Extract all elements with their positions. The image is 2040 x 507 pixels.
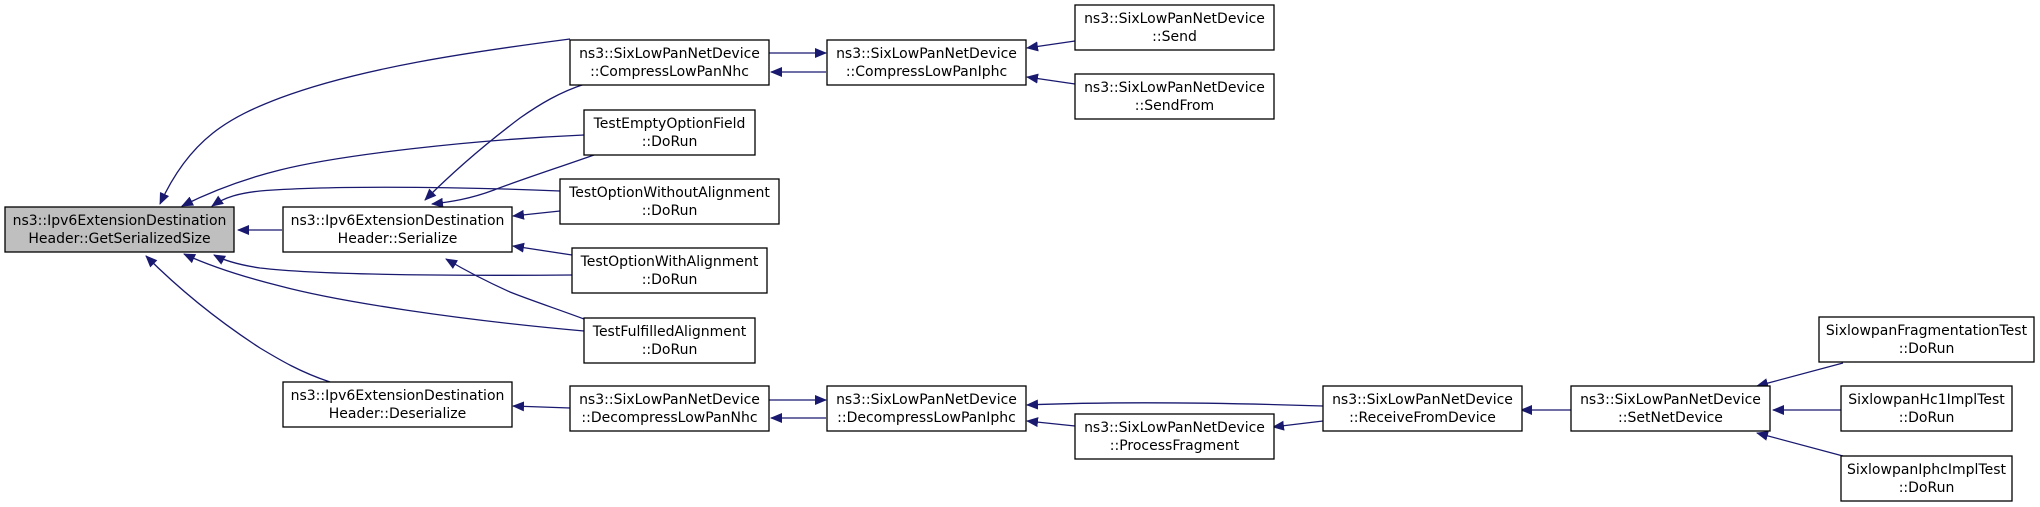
node-serialize[interactable]: ns3::Ipv6ExtensionDestination Header::Se… [282,206,513,253]
node-label-line-1: TestEmptyOptionField [593,116,746,132]
node-label-line-1: ns3::SixLowPanNetDevice [836,46,1017,62]
edge-receive-from-device-to-decompress-iphc [1026,399,1324,410]
node-label-line-2: ::ReceiveFromDevice [1349,410,1496,426]
node-sixlowpan-hc1-impl-test[interactable]: SixlowpanHc1ImplTest ::DoRun [1840,385,2013,432]
edge-frag-test-to-set-net-device [1756,362,1844,388]
node-label-line-2: ::DecompressLowPanNhc [581,410,757,426]
node-label-line-1: TestOptionWithoutAlignment [568,185,770,201]
node-test-fulfilled-alignment[interactable]: TestFulfilledAlignment ::DoRun [583,317,756,364]
node-label-line-2: Header::Deserialize [329,406,466,422]
node-get-serialized-size[interactable]: ns3::Ipv6ExtensionDestination Header::Ge… [4,206,235,253]
node-sixlowpan-fragmentation-test[interactable]: SixlowpanFragmentationTest ::DoRun [1818,316,2035,363]
node-label-line-1: ns3::SixLowPanNetDevice [1084,420,1265,436]
edge-fulfilled-to-get-serialized-size [183,253,585,332]
node-set-net-device[interactable]: ns3::SixLowPanNetDevice ::SetNetDevice [1570,385,1771,432]
edge-fulfilled-to-serialize [445,258,585,320]
node-label-line-1: SixlowpanHc1ImplTest [1848,392,2005,408]
edge-receive-from-device-to-process-fragment [1272,420,1324,431]
node-label-line-2: ::CompressLowPanIphc [846,64,1007,80]
node-test-option-without-alignment[interactable]: TestOptionWithoutAlignment ::DoRun [559,178,780,225]
edge-option-without-to-serialize [512,209,561,220]
node-decompress-low-pan-iphc[interactable]: ns3::SixLowPanNetDevice ::DecompressLowP… [826,385,1027,432]
node-label-line-1: TestOptionWithAlignment [580,254,759,270]
node-process-fragment[interactable]: ns3::SixLowPanNetDevice ::ProcessFragmen… [1074,413,1275,460]
edges [145,38,1844,457]
edge-empty-option-to-serialize [431,154,595,208]
node-send-from[interactable]: ns3::SixLowPanNetDevice ::SendFrom [1074,73,1275,120]
edge-send-from-to-compress-iphc [1026,73,1076,85]
node-test-empty-option-field[interactable]: TestEmptyOptionField ::DoRun [583,109,756,156]
node-label-line-2: ::CompressLowPanNhc [590,64,749,80]
node-label-line-1: ns3::SixLowPanNetDevice [579,46,760,62]
node-label-line-1: ns3::SixLowPanNetDevice [1332,392,1513,408]
node-label-line-2: ::DoRun [642,342,698,358]
node-label-line-2: ::Send [1152,29,1197,45]
node-label-line-2: ::DoRun [642,272,698,288]
edge-compress-nhc-to-serialize [424,83,586,201]
node-label-line-1: ns3::SixLowPanNetDevice [1084,11,1265,27]
node-receive-from-device[interactable]: ns3::SixLowPanNetDevice ::ReceiveFromDev… [1322,385,1523,432]
edge-option-without-to-get-serialized-size [211,186,561,207]
node-label-line-1: ns3::SixLowPanNetDevice [1084,80,1265,96]
node-label-line-2: ::DoRun [642,203,698,219]
node-label-line-2: ::SendFrom [1135,98,1214,114]
node-label-line-1: SixlowpanIphcImplTest [1847,462,2007,478]
node-label-line-2: Header::GetSerializedSize [28,231,210,247]
node-decompress-low-pan-nhc[interactable]: ns3::SixLowPanNetDevice ::DecompressLowP… [569,385,770,432]
edge-send-to-compress-iphc [1026,40,1076,52]
node-compress-low-pan-nhc[interactable]: ns3::SixLowPanNetDevice ::CompressLowPan… [569,39,770,86]
node-label-line-2: ::DoRun [1899,480,1955,496]
node-send[interactable]: ns3::SixLowPanNetDevice ::Send [1074,4,1275,51]
node-label-line-1: ns3::SixLowPanNetDevice [579,392,760,408]
node-label-line-1: ns3::Ipv6ExtensionDestination [291,213,505,229]
edge-compress-nhc-to-get-serialized-size [159,38,571,205]
edge-option-with-to-get-serialized-size [213,254,573,276]
node-sixlowpan-iphc-impl-test[interactable]: SixlowpanIphcImplTest ::DoRun [1840,455,2013,502]
node-label-line-2: Header::Serialize [338,231,458,247]
node-label-line-2: ::DoRun [1899,341,1955,357]
edge-deserialize-to-get-serialized-size [145,255,331,383]
node-label-line-2: ::SetNetDevice [1618,410,1723,426]
node-test-option-with-alignment[interactable]: TestOptionWithAlignment ::DoRun [571,247,768,294]
node-label-line-1: ns3::Ipv6ExtensionDestination [13,213,227,229]
node-label-line-1: SixlowpanFragmentationTest [1826,323,2028,339]
edge-decompress-nhc-to-deserialize [512,401,571,412]
node-label-line-2: ::DecompressLowPanIphc [837,410,1016,426]
node-deserialize[interactable]: ns3::Ipv6ExtensionDestination Header::De… [282,381,513,428]
node-label-line-1: TestFulfilledAlignment [592,324,747,340]
node-label-line-1: ns3::SixLowPanNetDevice [1580,392,1761,408]
node-label-line-2: ::DoRun [642,134,698,150]
node-label-line-2: ::DoRun [1899,410,1955,426]
edge-process-fragment-to-decompress-iphc [1026,417,1076,428]
node-label-line-1: ns3::Ipv6ExtensionDestination [291,388,505,404]
node-compress-low-pan-iphc[interactable]: ns3::SixLowPanNetDevice ::CompressLowPan… [826,39,1027,86]
node-label-line-1: ns3::SixLowPanNetDevice [836,392,1017,408]
nodes: ns3::Ipv6ExtensionDestination Header::Ge… [4,4,2035,502]
node-label-line-2: ::ProcessFragment [1110,438,1240,454]
edge-iphc-test-to-set-net-device [1756,431,1844,457]
edge-option-with-to-serialize [512,242,573,256]
edge-empty-option-to-get-serialized-size [181,134,585,207]
